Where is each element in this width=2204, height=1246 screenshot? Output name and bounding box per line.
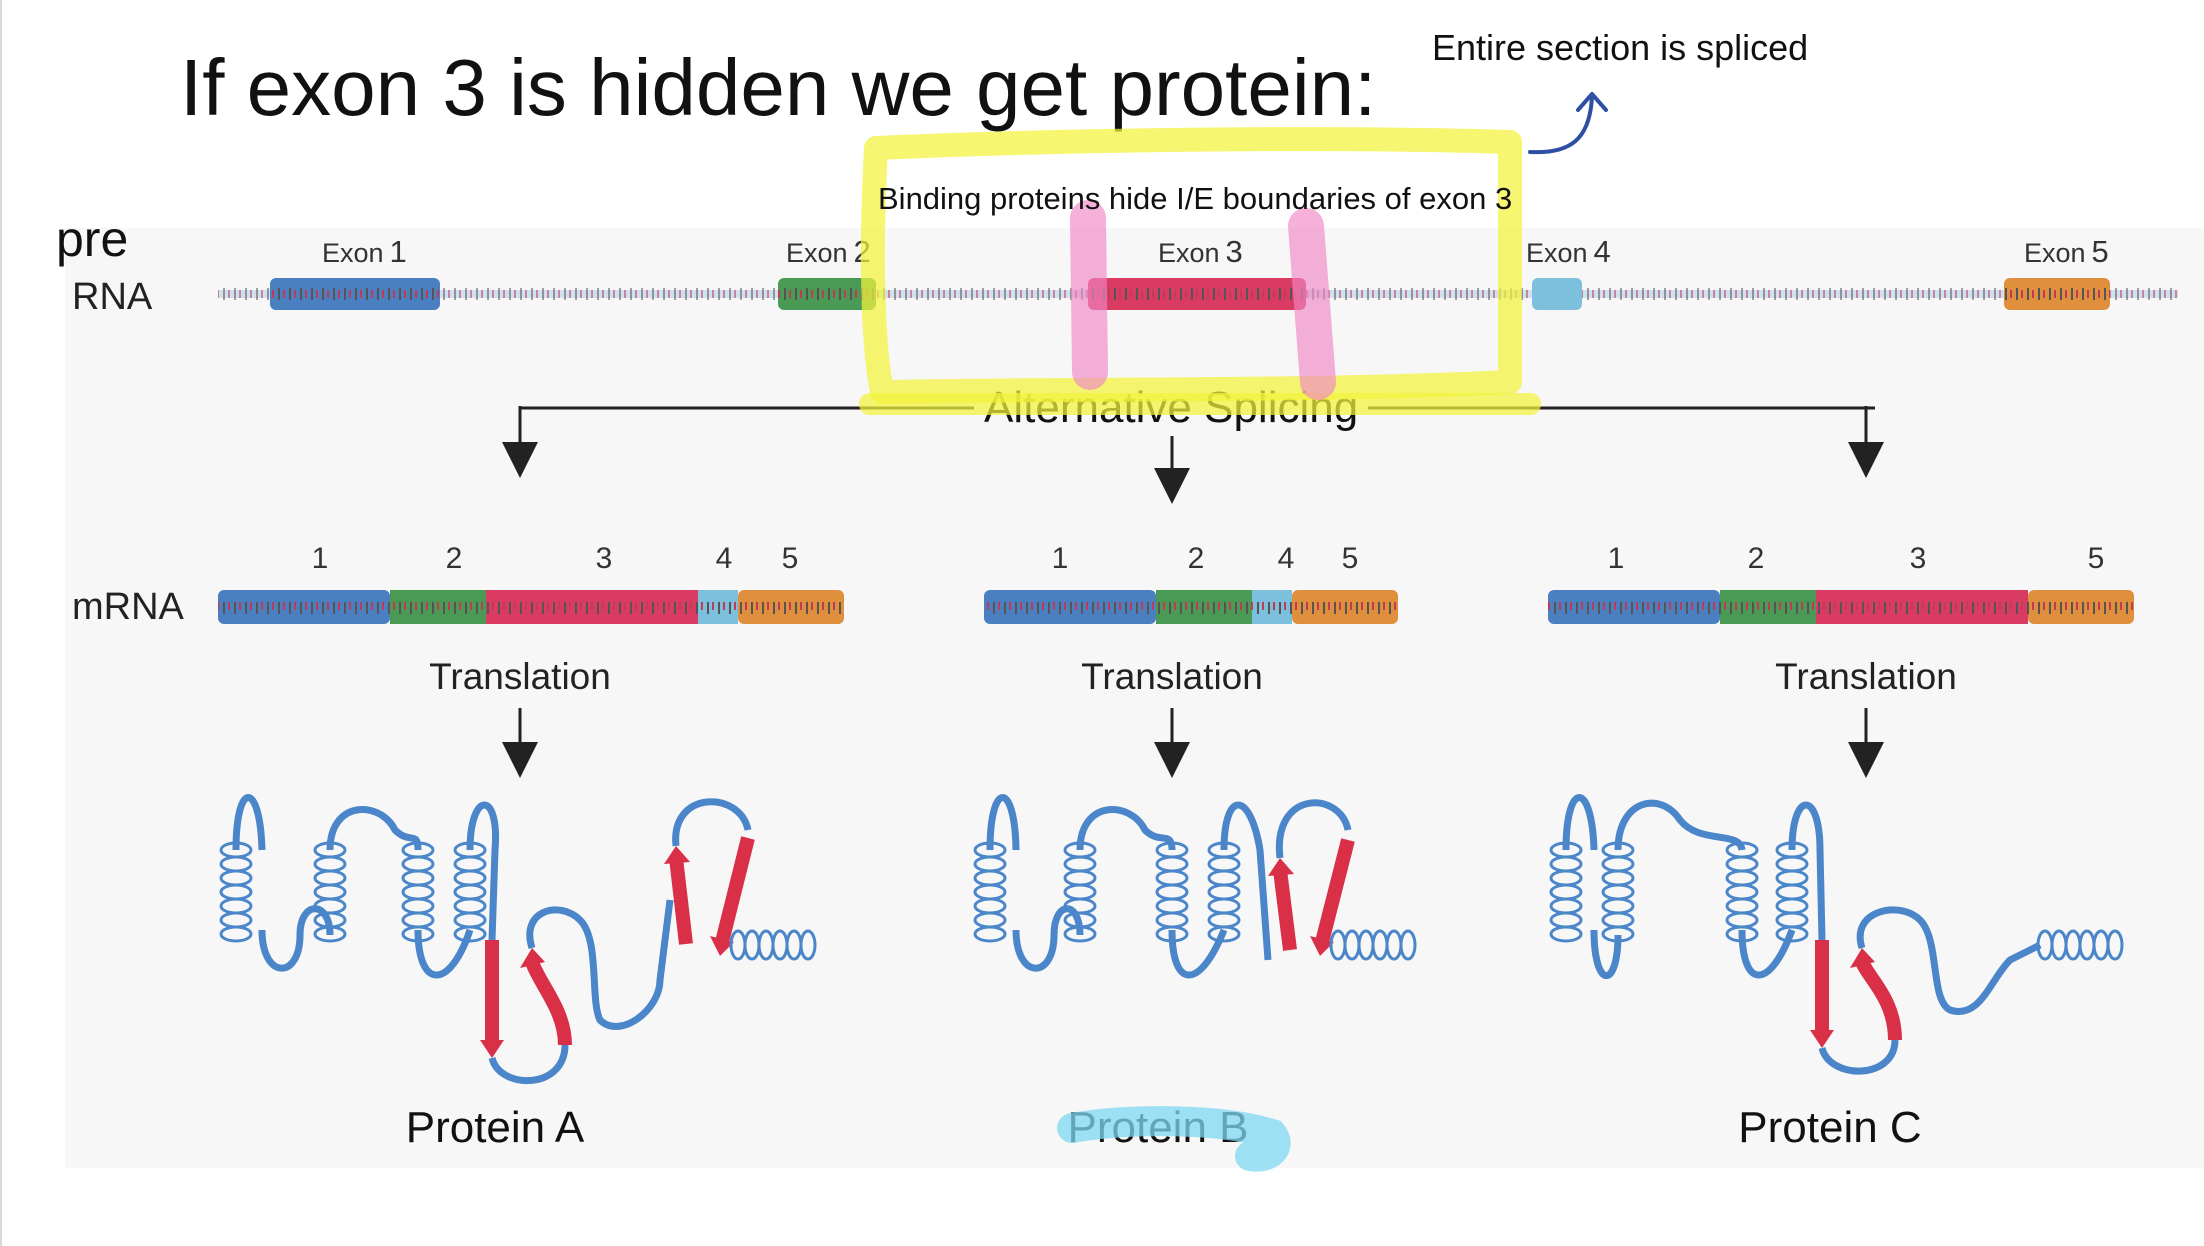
mrna-a-segment-1: 1 (311, 542, 329, 575)
translation-arrows (502, 708, 1884, 778)
pre-label: pre (56, 211, 129, 267)
mrna-a-segment-4: 4 (715, 542, 733, 575)
annotation-arrow-icon (1528, 92, 1608, 155)
mrna-c-segment-3: 3 (1909, 542, 1927, 575)
pink-boundary-right (1288, 208, 1336, 400)
rna-label: RNA (72, 276, 153, 318)
slide-left-border (0, 0, 2, 1246)
translation-label-a: Translation (429, 656, 611, 697)
protein-a-structure (219, 794, 817, 1084)
mrna-b-segment-5: 5 (1341, 542, 1359, 575)
mrna-b-segment-2: 2 (1187, 542, 1205, 575)
mrna-c-segment-5: 5 (2087, 542, 2105, 575)
mrna-b-segment-1: 1 (1051, 542, 1069, 575)
mrna-b-segment-4: 4 (1277, 542, 1295, 575)
pink-boundary-left (1070, 200, 1108, 390)
pre-exon-4 (1532, 278, 1582, 310)
exon3-yellow-box (860, 127, 1522, 404)
mrna-c (1548, 590, 2134, 624)
mrna-a (218, 590, 844, 624)
translation-label-b: Translation (1081, 656, 1263, 697)
protein-b-structure (973, 794, 1417, 979)
annotation-note: Entire section is spliced (1432, 27, 1809, 68)
cyan-highlight (1057, 1106, 1291, 1172)
pre-rna-strand (218, 278, 2178, 310)
binding-proteins-note: Binding proteins hide I/E boundaries of … (878, 181, 1513, 216)
protein-c-structure (1549, 794, 2124, 1075)
translation-label-c: Translation (1775, 656, 1957, 697)
mrna-label: mRNA (72, 586, 184, 628)
mrna-a-segment-3: 3 (595, 542, 613, 575)
protein-a-label: Protein A (405, 1103, 585, 1152)
mrna-c-segment-2: 2 (1747, 542, 1765, 575)
mrna-b (984, 590, 1398, 624)
mrna-a-segment-5: 5 (781, 542, 799, 575)
mrna-c-segment-1: 1 (1607, 542, 1625, 575)
slide-title: If exon 3 is hidden we get protein: (180, 43, 1377, 132)
protein-c-label: Protein C (1738, 1103, 1922, 1152)
mrna-a-segment-2: 2 (445, 542, 463, 575)
